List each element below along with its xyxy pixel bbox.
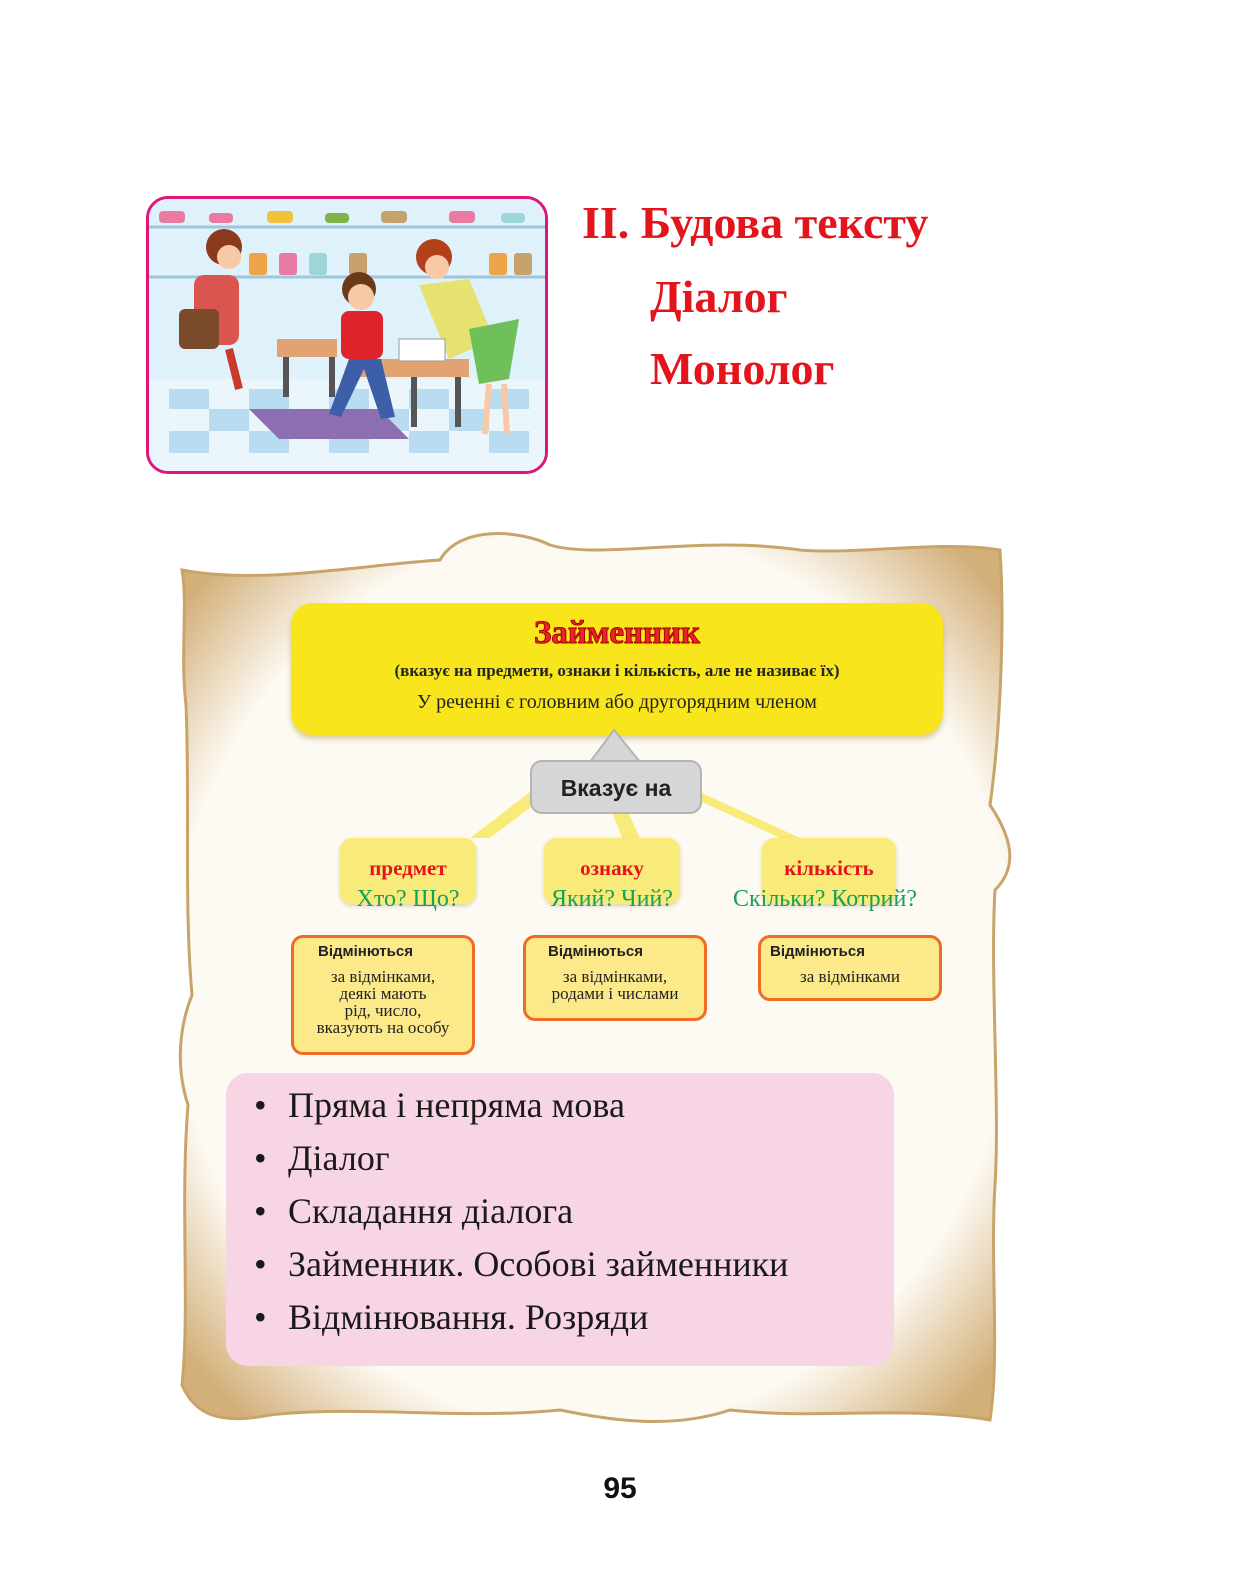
list-item: •Відмінювання. Розряди <box>254 1297 649 1337</box>
indicates-bubble: Вказує на <box>530 760 702 814</box>
pronoun-definition-box: Займенник (вказує на предмети, ознаки і … <box>291 603 943 735</box>
topics-box <box>226 1073 894 1366</box>
declension-box-attribute <box>523 935 707 1021</box>
category-questions: Хто? Що? <box>356 886 460 912</box>
list-item: •Займенник. Особові займенники <box>254 1244 789 1284</box>
category-bubble-quantity <box>762 838 896 904</box>
section-title: ІІ. Будова тексту <box>582 197 929 248</box>
category-questions: Який? Чий? <box>551 886 673 912</box>
declension-box-quantity <box>758 935 942 1001</box>
category-name: кількість <box>784 856 874 880</box>
category-name: ознаку <box>580 856 644 880</box>
declension-text: за відмінками, родами і числами <box>551 967 679 1003</box>
page-number: 95 <box>603 1472 637 1505</box>
list-item: •Пряма і непряма мова <box>254 1085 625 1125</box>
pronoun-description: (вказує на предмети, ознаки і кількість,… <box>394 661 840 680</box>
list-item: •Складання діалога <box>254 1191 574 1231</box>
declension-heading: Відмінються <box>318 943 413 960</box>
declension-text: за відмінками <box>800 967 900 986</box>
category-questions: Скільки? Котрий? <box>732 886 918 912</box>
pronoun-role: У реченні є головним або другорядним чле… <box>417 691 817 713</box>
subtitle-monologue: Монолог <box>650 343 835 394</box>
declension-heading: Відмінються <box>548 943 643 960</box>
declension-box-object <box>291 935 475 1055</box>
shoe-store-illustration <box>146 196 548 474</box>
subtitle-dialogue: Діалог <box>650 271 788 322</box>
list-item: •Діалог <box>254 1138 390 1178</box>
category-bubble-attribute <box>544 838 680 904</box>
declension-text: за відмінками, деякі мають рід, число, в… <box>316 967 450 1037</box>
category-name: предмет <box>369 856 447 880</box>
category-bubble-object <box>340 838 476 904</box>
pronoun-title: Займенник <box>533 615 701 652</box>
declension-heading: Відмінються <box>770 943 865 960</box>
